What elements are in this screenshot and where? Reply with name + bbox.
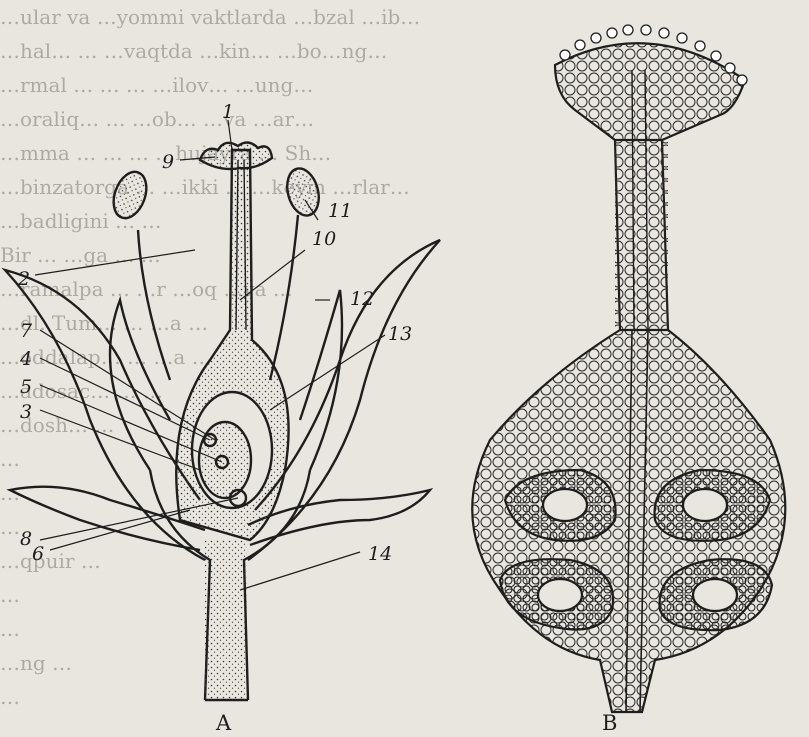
label-7: 7 bbox=[20, 320, 33, 342]
label-2: 2 bbox=[17, 268, 30, 290]
label-5: 5 bbox=[20, 376, 32, 398]
label-13: 13 bbox=[388, 323, 412, 345]
pistil-section-b bbox=[472, 25, 785, 712]
label-11: 11 bbox=[328, 200, 352, 222]
label-1: 1 bbox=[222, 101, 234, 123]
caption-a: A bbox=[215, 711, 232, 735]
label-4: 4 bbox=[19, 348, 32, 370]
caption-b: B bbox=[602, 711, 617, 735]
label-3: 3 bbox=[20, 401, 32, 423]
label-14: 14 bbox=[368, 543, 392, 565]
label-9: 9 bbox=[162, 151, 174, 173]
label-6: 6 bbox=[32, 543, 44, 565]
label-8: 8 bbox=[20, 528, 32, 550]
label-12: 12 bbox=[350, 288, 374, 310]
label-10: 10 bbox=[312, 228, 336, 250]
